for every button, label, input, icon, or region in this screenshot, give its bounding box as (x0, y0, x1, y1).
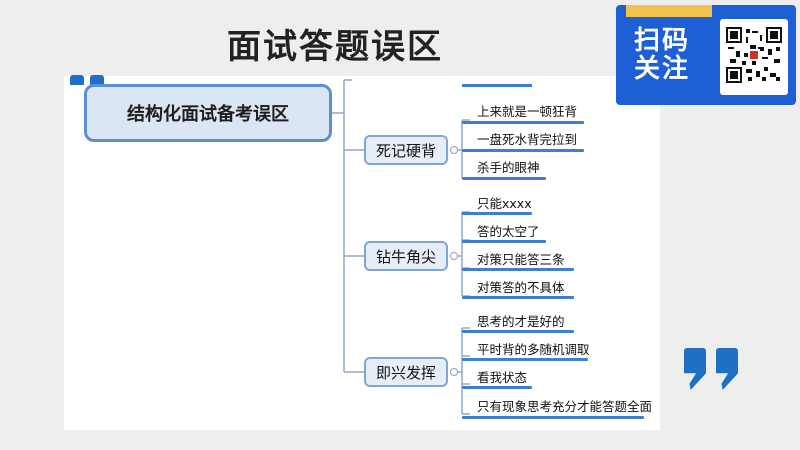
leaf-underline (462, 212, 532, 215)
mindmap-root-node[interactable]: 结构化面试备考误区 (84, 84, 332, 142)
collapse-toggle-icon[interactable] (450, 368, 458, 376)
leaf-underline (462, 268, 574, 271)
leaf-node[interactable]: 杀手的眼神 (477, 160, 540, 175)
qr-follow-card[interactable]: 扫码关注 (616, 5, 796, 105)
close-quote-icon (680, 348, 750, 398)
branch-node-improvisation[interactable]: 即兴发挥 (364, 357, 448, 387)
leaf-underline (462, 358, 588, 361)
collapse-toggle-icon[interactable] (450, 146, 458, 154)
open-quote-icon (70, 70, 116, 85)
branch-node-rote-memorization[interactable]: 死记硬背 (364, 135, 448, 165)
leaf-underline (462, 330, 574, 333)
leaf-node[interactable]: 看我状态 (477, 370, 528, 385)
qr-banner (626, 5, 712, 17)
leaf-node[interactable]: 只能xxxx (477, 196, 532, 211)
branch-node-nitpicking[interactable]: 钻牛角尖 (364, 241, 448, 271)
leaf-underline (462, 296, 574, 299)
leaf-node[interactable]: 一盘死水背完拉到 (477, 132, 578, 147)
qr-follow-label: 扫码关注 (634, 26, 691, 84)
leaf-underline (462, 177, 546, 180)
leaf-node[interactable]: 答的太空了 (477, 224, 540, 239)
leaf-node[interactable]: 上来就是一顿狂背 (477, 104, 578, 119)
collapse-toggle-icon[interactable] (450, 252, 458, 260)
leaf-node[interactable]: 只有现象思考充分才能答题全面 (477, 399, 653, 414)
leaf-node[interactable]: 平时背的多随机调取 (477, 342, 590, 357)
leaf-node[interactable]: 对策答的不具体 (477, 280, 565, 295)
qr-code-frame (720, 19, 788, 95)
leaf-underline (462, 416, 644, 419)
leaf-node[interactable]: 对策只能答三条 (477, 252, 565, 267)
leaf-node[interactable]: 思考的才是好的 (477, 314, 565, 329)
leaf-underline (462, 149, 584, 152)
leaf-underline (462, 386, 532, 389)
slide-title: 面试答题误区 (227, 27, 443, 67)
leaf-underline (462, 121, 584, 124)
leaf-underline (462, 240, 546, 243)
qr-code-icon (726, 27, 782, 83)
